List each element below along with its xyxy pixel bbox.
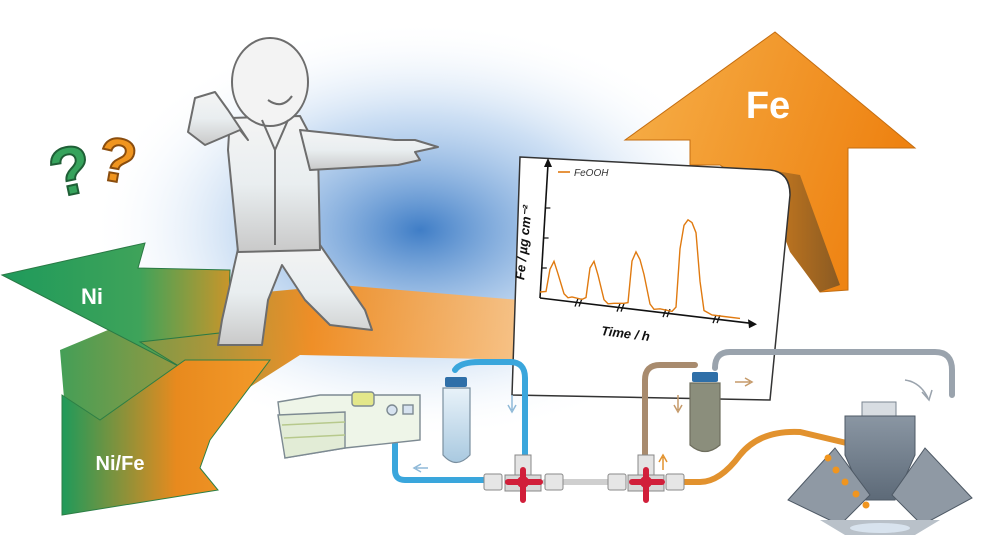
question-mark-green: ? (42, 130, 98, 213)
flow-cell-top-block (861, 401, 897, 417)
ni-label: Ni (81, 284, 103, 309)
series-feooh-line (539, 218, 741, 320)
figure-legs (217, 239, 373, 346)
sample-cap (692, 372, 718, 382)
flow-cell (787, 379, 973, 535)
valve-right-hub (640, 476, 652, 488)
figure-thinking-arm (187, 91, 249, 146)
figure-smile (267, 95, 293, 106)
sample-tube (658, 372, 754, 470)
fitting-3 (607, 473, 627, 491)
flow-arrow-left-blue (412, 463, 428, 473)
flow-arrow-down-brown (673, 395, 683, 414)
particle-5 (862, 501, 870, 509)
fitting-2 (544, 473, 564, 491)
ni-arrow: Ni (0, 242, 231, 369)
plot-panel: FeOOH Fe / µg cm⁻² Time / h (511, 156, 840, 401)
y-axis (539, 163, 549, 299)
fe-label: Fe (746, 85, 790, 127)
tubing-orange (677, 428, 858, 485)
legend-label-feooh: FeOOH (574, 168, 609, 179)
pump-stripe-2 (283, 434, 346, 439)
fittings (483, 473, 685, 491)
particle-1 (824, 454, 832, 462)
particle-4 (852, 490, 860, 498)
flow-cell-electrode (850, 523, 910, 533)
figure-pointing-arm (299, 129, 439, 171)
flow-arrow-down-blue (507, 395, 517, 414)
x-axis-break-2 (616, 303, 625, 312)
tubing-gray (712, 349, 955, 398)
flow-arrow-gray (904, 379, 933, 402)
pump-stripe-1 (281, 421, 346, 426)
pump-display (351, 391, 375, 407)
tubing (392, 349, 955, 485)
fe-time-chart: FeOOH Fe / µg cm⁻² Time / h (512, 158, 757, 344)
pump-instrument (277, 391, 421, 459)
figure-collar (261, 119, 289, 245)
valve-right (627, 454, 665, 503)
x-axis-arrowhead (748, 319, 757, 329)
tubing-brown (642, 362, 698, 458)
tubing-blue (452, 359, 528, 458)
fitting-1 (483, 473, 503, 491)
scientist-figure (187, 37, 439, 346)
flow-cell-right-channel (891, 447, 973, 526)
y-axis-arrowhead (544, 158, 552, 167)
fitting-4 (665, 473, 685, 491)
particle-2 (832, 466, 840, 474)
pump-button (402, 404, 414, 415)
reservoir-body (442, 387, 471, 464)
nife-label: Ni/Fe (96, 453, 145, 475)
plot-paper (511, 156, 791, 401)
pump-knob (386, 404, 398, 416)
nife-arrow: Ni/Fe (61, 359, 271, 516)
pump-front (277, 411, 346, 459)
x-axis-label: Time / h (600, 323, 650, 344)
flow-arrow-right-brown (735, 377, 754, 387)
reservoir-cap (445, 377, 467, 387)
tubing-blue-return (392, 437, 488, 483)
valve-left-hub (517, 476, 529, 488)
flow-cell-body (844, 415, 916, 501)
reservoir-tube (412, 377, 517, 473)
flow-cell-left-channel (787, 447, 871, 526)
figure-head (231, 37, 309, 127)
sample-body (689, 382, 721, 453)
particle-3 (841, 478, 849, 486)
valve-left (504, 454, 543, 503)
flow-arrow-up-orange (658, 453, 668, 470)
